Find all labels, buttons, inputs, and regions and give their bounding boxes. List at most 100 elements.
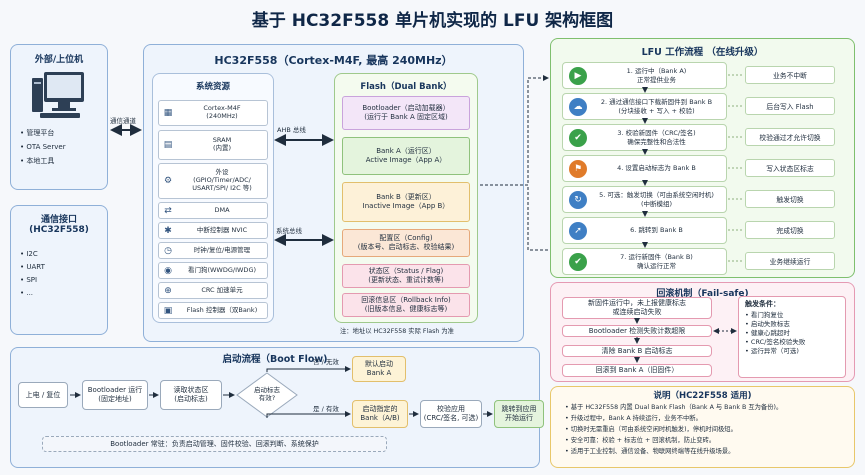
note-item: 升级过程中，Bank A 持续运行，业务不中断。	[565, 413, 782, 422]
note-item: 基于 HC32F558 内置 Dual Bank Flash（Bank A 与 …	[565, 402, 783, 411]
lfu-step-label: 5. 可选：触发切换（可由系统空闲时机) (中断模组)	[599, 191, 714, 208]
rollback-box-2: Bootloader 检测失败计数超限	[562, 325, 712, 337]
lfu-step-tag: 业务继续运行	[745, 252, 835, 270]
comm-list: I2C UART SPI ...	[20, 250, 45, 302]
boot-footer: Bootloader 常驻：负责启动管理、固件校验、回滚判断、系统保护	[42, 436, 387, 452]
trigger-item: 启动失败标志	[745, 320, 839, 328]
lfu-step-label: 1. 运行中（Bank A) 正常提供业务	[626, 67, 687, 84]
resource-label: 时钟/复位/电源管理	[193, 245, 251, 254]
default-bank-a-box: 默认启动 Bank A	[352, 356, 406, 382]
watchdog-icon: ◉	[164, 265, 172, 276]
resource-item: ⇄ DMA	[158, 202, 268, 219]
comm-panel	[10, 205, 108, 335]
resource-item: ▣Flash 控制器（双Bank)	[158, 302, 268, 319]
shield-check-icon: ✔	[569, 128, 587, 147]
yes-label: 是 / 有效	[313, 405, 339, 413]
lfu-step-label: 6. 跳转到 Bank B	[630, 226, 683, 235]
clock-icon: ◷	[164, 245, 172, 256]
host-list: 管理平台 OTA Server 本地工具	[20, 128, 66, 171]
rocket-icon: ➚	[569, 221, 587, 240]
host-title: 外部/上位机	[34, 55, 84, 65]
resource-label: SRAM (内置)	[212, 136, 232, 152]
resource-item: ◉ 看门狗(WWDG/IWDG)	[158, 262, 268, 279]
lfu-step-label: 7. 运行新固件（Bank B) 确认运行正常	[620, 253, 693, 270]
power-reset-box: 上电 / 复位	[18, 382, 68, 408]
check-circle-icon: ✔	[569, 252, 587, 271]
flash-controller-icon: ▣	[163, 305, 173, 316]
lfu-step-tag: 校验通过才允许切换	[745, 128, 835, 146]
resource-label: 外设 (GPIO/Timer/ADC/ USART/SPI/ I2C 等)	[192, 168, 252, 192]
trigger-title: 触发条件：	[745, 300, 780, 308]
decision-label: 启动标志 有效?	[254, 386, 280, 403]
comm-item: UART	[20, 263, 45, 271]
link-label: 通信通道	[110, 117, 136, 125]
resource-item: ⊕ CRC 加速单元	[158, 282, 268, 299]
flash-note: 注：地址以 HC32F558 实际 Flash 为准	[340, 328, 454, 335]
resource-label: Cortex-M4F (240MHz)	[203, 104, 241, 120]
peripheral-icon: ⚙	[163, 176, 173, 186]
resource-item: ▦ Cortex-M4F (240MHz)	[158, 100, 268, 126]
cpu-icon: ▦	[163, 108, 173, 118]
comm-item: I2C	[20, 250, 45, 258]
trigger-item: 看门狗复位	[745, 311, 839, 319]
comm-item: ...	[20, 289, 45, 297]
jump-to-app-box: 跳转到应用 开始运行	[494, 400, 544, 428]
resource-item: ▤SRAM (内置)	[158, 130, 268, 160]
lfu-step: ✔ 3. 校验新固件（CRC/签名) 确保完整性和合法性	[562, 124, 727, 151]
rollback-box-3: 清除 Bank B 启动标志	[562, 345, 712, 357]
resource-label: 中断控制器 NVIC	[196, 225, 248, 234]
resource-label: CRC 加速单元	[201, 285, 243, 294]
refresh-icon: ↻	[569, 190, 587, 209]
resource-label: 看门狗(WWDG/IWDG)	[187, 265, 257, 274]
note-item: 安全可靠：校验 + 标志位 + 回滚机制，防止变砖。	[565, 435, 782, 444]
rollback-box-1: 新固件运行中，未上报健康标志 或连续启动失败	[562, 297, 712, 319]
flash-block: 状态区（Status / Flag) (更新状态、重试计数等)	[342, 264, 470, 288]
flash-block: 配置区（Config) (版本号、启动标志、校验结果)	[342, 229, 470, 257]
note-item: 切换时无需重启（可由系统空闲时机触发)，停机时间极短。	[565, 424, 782, 433]
lfu-step-tag: 完成切换	[745, 221, 835, 239]
flash-block: 回滚信息区（Rollback Info) (旧版本信息、健康标志等)	[342, 293, 470, 317]
rollback-title: 回滚机制（Fail-safe)	[656, 289, 749, 299]
host-item: OTA Server	[20, 143, 65, 151]
flash-block: Bootloader（启动加载器） (运行于 Bank A 固定区域)	[342, 96, 470, 130]
page-title: 基于 HC32F558 单片机实现的 LFU 架构框图	[251, 11, 614, 31]
lfu-step-tag: 后台写入 Flash	[745, 97, 835, 115]
lfu-step-tag: 写入状态区标志	[745, 159, 835, 177]
no-label: 否 / 无效	[313, 358, 339, 366]
comm-item: SPI	[20, 276, 45, 284]
read-state-box: 读取状态区 (启动标志)	[160, 380, 222, 410]
interrupt-icon: ✱	[164, 225, 172, 236]
lfu-step: ✔ 7. 运行新固件（Bank B) 确认运行正常	[562, 248, 727, 275]
bootloader-run-box: Bootloader 运行 (固定地址)	[82, 380, 148, 410]
sysres-title: 系统资源	[195, 82, 230, 92]
lfu-step-label: 3. 校验新固件（CRC/签名) 确保完整性和合法性	[617, 129, 696, 146]
lfu-step: ⚑ 4. 设置启动标志为 Bank B	[562, 155, 727, 182]
rollback-box-4: 回滚到 Bank A（旧固件）	[562, 364, 712, 377]
trigger-conditions-box: 触发条件： 看门狗复位 启动失败标志 健康心跳超时 CRC/签名校验失败 运行异…	[738, 296, 846, 378]
computer-icon	[30, 70, 88, 120]
cloud-download-icon: ☁	[569, 97, 587, 116]
resource-item: ✱ 中断控制器 NVIC	[158, 222, 268, 239]
verify-app-box: 校验应用 (CRC/签名, 可选)	[420, 400, 482, 428]
mcu-title: HC32F558（Cortex-M4F, 最高 240MHz）	[214, 54, 453, 67]
flash-title: Flash（Dual Bank）	[360, 82, 452, 92]
resource-label: DMA	[214, 205, 230, 214]
flash-block: Bank B（更新区） Inactive Image（App B）	[342, 182, 470, 222]
ahb-bus-label: AHB 总线	[277, 126, 306, 134]
host-item: 本地工具	[20, 156, 66, 166]
crc-icon: ⊕	[164, 285, 172, 296]
trigger-item: CRC/签名校验失败	[745, 338, 839, 346]
flag-icon: ⚑	[569, 159, 587, 178]
dma-icon: ⇄	[164, 205, 172, 216]
note-item: 适用于工业控制、通信设备、物联网终端等在线升级场景。	[565, 446, 782, 455]
system-bus-label: 系统总线	[276, 227, 302, 235]
flash-block: Bank A（运行区） Active Image（App A）	[342, 137, 470, 175]
lfu-title: LFU 工作流程 （在线升级）	[641, 47, 764, 58]
notes-title: 说明（HC22F558 适用)	[653, 391, 752, 401]
resource-item: ⚙ 外设 (GPIO/Timer/ADC/ USART/SPI/ I2C 等)	[158, 163, 268, 199]
lfu-step-label: 4. 设置启动标志为 Bank B	[617, 164, 696, 173]
lfu-step-label: 2. 通过通信接口下载新固件到 Bank B (分块接收 + 写入 + 校验)	[600, 98, 713, 115]
notes-list: 基于 HC32F558 内置 Dual Bank Flash（Bank A 与 …	[565, 402, 783, 457]
boot-title: 启动流程（Boot Flow)	[222, 354, 328, 365]
resource-item: ◷ 时钟/复位/电源管理	[158, 242, 268, 259]
